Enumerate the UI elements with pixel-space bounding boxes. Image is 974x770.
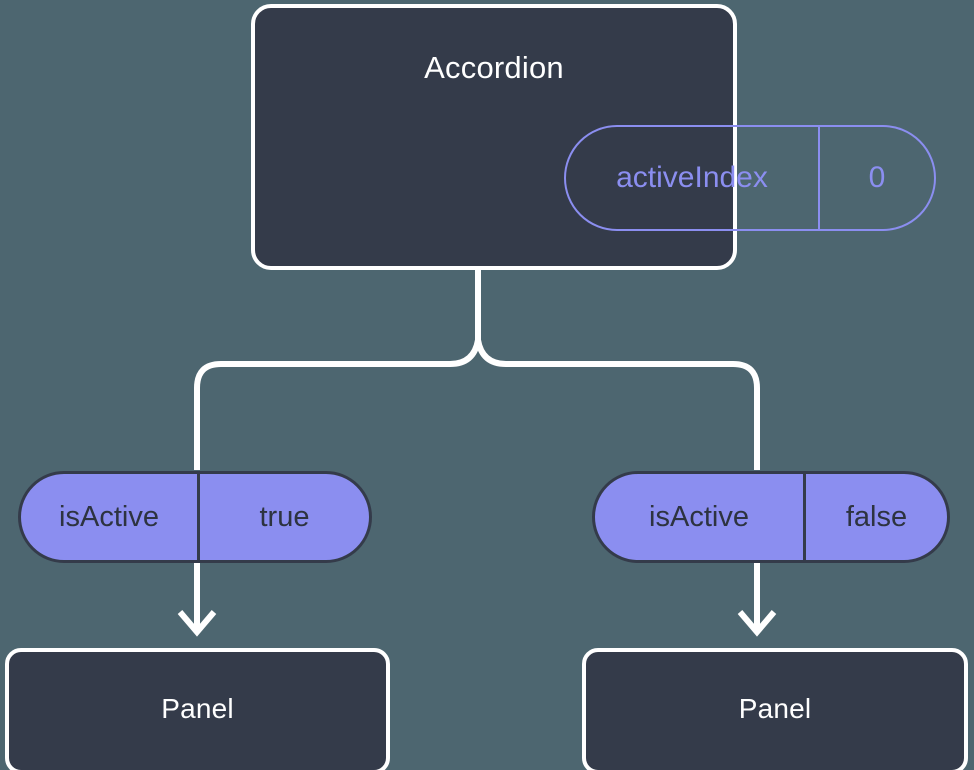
prop-pill-value-right: false — [845, 500, 908, 533]
panel-card-left[interactable]: Panel — [5, 648, 390, 770]
fork-split — [194, 337, 760, 470]
prop-pill-is-active-false[interactable]: isActive false — [592, 471, 950, 563]
accordion-component-card[interactable]: Accordion activeIndex 0 — [251, 4, 936, 270]
state-pill-key: activeIndex — [566, 127, 820, 229]
prop-pill-is-active-true[interactable]: isActive true — [18, 471, 372, 563]
arrow-to-left-panel-head — [177, 610, 217, 637]
prop-pill-key-right: isActive — [595, 474, 806, 560]
prop-pill-key-left: isActive — [21, 474, 200, 560]
panel-card-right[interactable]: Panel — [582, 648, 968, 770]
panel-right-title: Panel — [738, 693, 812, 724]
accordion-title: Accordion — [424, 50, 564, 85]
prop-pill-value-left: true — [259, 500, 310, 533]
panel-left-title: Panel — [161, 693, 234, 724]
arrow-to-right-panel-head — [737, 610, 777, 637]
state-pill-value: 0 — [868, 161, 886, 194]
state-pill-active-index[interactable]: activeIndex 0 — [564, 125, 936, 231]
